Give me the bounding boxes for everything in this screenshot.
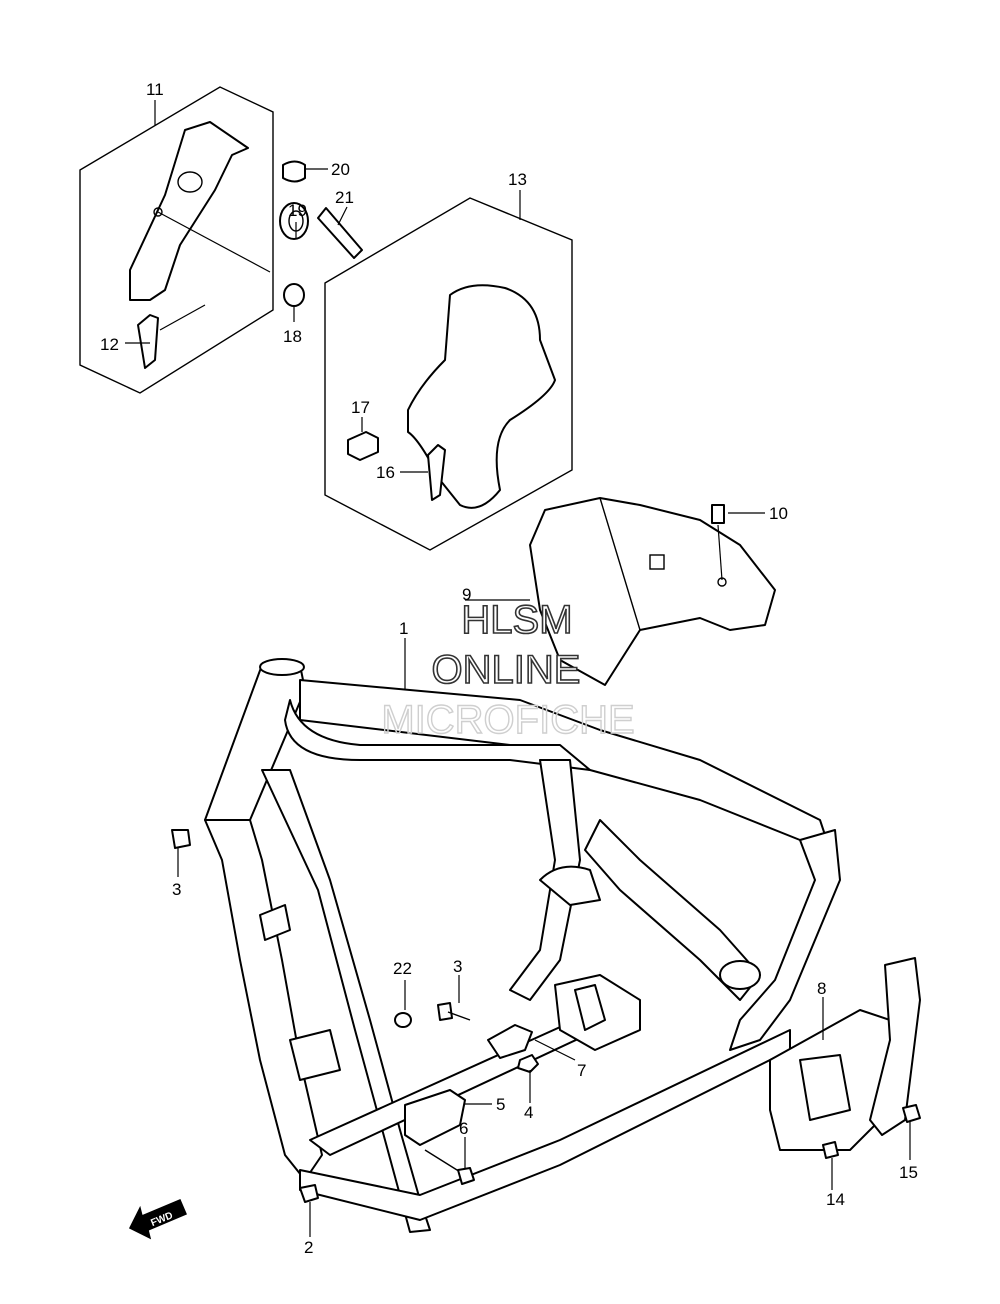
bolt-12-part[interactable] — [711, 504, 725, 524]
callout-7: 7 — [577, 1061, 586, 1080]
bolt-10-part[interactable] — [902, 1104, 921, 1123]
bracket-5-part[interactable] — [404, 1089, 466, 1146]
bracket-8-arm — [869, 957, 921, 1136]
callout-10: 15 — [899, 1163, 918, 1182]
left-down-tube-part[interactable] — [204, 819, 323, 1181]
callout-14: 12 — [100, 335, 119, 354]
grommet-parts — [279, 160, 363, 307]
leader-side-cover-pin — [157, 211, 271, 273]
callout-8: 8 — [817, 979, 826, 998]
side-cover-grommet-hole — [177, 171, 203, 193]
callout-16: 16 — [376, 463, 395, 482]
main-frame-group — [171, 658, 841, 1233]
watermark-line-1: HLSM — [461, 598, 572, 642]
steering-head-top — [259, 658, 305, 676]
rear-pivot — [719, 960, 761, 990]
callout-19: 19 — [288, 201, 307, 220]
bracket-8-group — [769, 957, 921, 1159]
collar-18-part[interactable] — [283, 283, 305, 307]
watermark-line-2: ONLINE — [432, 648, 581, 692]
seat-post-part[interactable] — [509, 759, 581, 1001]
callout-15: 13 — [508, 170, 527, 189]
rear-upright-part[interactable] — [729, 829, 841, 1051]
watermark-line-3: MICROFICHE — [381, 698, 634, 742]
seat-group — [324, 197, 573, 551]
front-engine-mount — [289, 1029, 341, 1081]
side-cover-pin — [153, 207, 163, 217]
callout-1: 1 — [399, 619, 408, 638]
leader-side-cover-bottom — [159, 304, 206, 331]
bolt-3-top-part[interactable] — [171, 829, 191, 849]
leader-bolt-12-down — [717, 524, 723, 581]
callout-12: 10 — [769, 504, 788, 523]
bolt-2-part[interactable] — [299, 1184, 319, 1203]
rear-stay-part[interactable] — [584, 819, 761, 1001]
strip-21-part[interactable] — [317, 207, 363, 259]
callout-6: 6 — [459, 1119, 468, 1138]
nut-4-part[interactable] — [517, 1054, 539, 1073]
battery-box-part[interactable] — [529, 497, 776, 686]
watermark: HLSM ONLINE MICROFICHE — [381, 597, 636, 743]
pivot-bracket-part[interactable] — [539, 865, 601, 906]
callout-3-left: 3 — [172, 880, 181, 899]
callout-22: 22 — [393, 959, 412, 978]
battery-box-group — [529, 497, 776, 686]
callout-9: 14 — [826, 1190, 845, 1209]
frame-mount-block — [259, 904, 291, 941]
backbone-tube-part[interactable] — [284, 699, 591, 771]
cushion-strip-part[interactable] — [137, 314, 159, 369]
callout-2: 2 — [304, 1238, 313, 1257]
plate-part[interactable] — [487, 1024, 533, 1059]
plug-22-part[interactable] — [394, 1012, 412, 1028]
fwd-arrow-icon — [128, 1199, 187, 1240]
grommet-20-part[interactable] — [282, 160, 306, 183]
fwd-marker: FWD — [128, 1199, 187, 1240]
side-cover-group — [79, 86, 274, 394]
bolt-3-mid-part[interactable] — [437, 1002, 453, 1021]
callout-11: 9 — [462, 585, 471, 604]
side-cover-part[interactable] — [129, 121, 249, 301]
spacer-7-part[interactable] — [574, 984, 606, 1031]
callout-18: 18 — [283, 327, 302, 346]
callout-17: 17 — [351, 398, 370, 417]
leader-lines — [125, 100, 911, 1237]
bolt-9-part[interactable] — [822, 1141, 839, 1159]
bolt-3-mid-shank — [447, 1011, 471, 1021]
bracket-8-box — [799, 1054, 851, 1121]
callout-3-mid: 3 — [453, 957, 462, 976]
callout-13: 11 — [146, 80, 164, 99]
seat-block-17-part[interactable] — [347, 431, 379, 461]
bolt-6-head-part[interactable] — [457, 1167, 475, 1185]
seat-group-frame — [324, 197, 573, 551]
bolt-12-hole — [717, 577, 727, 587]
seat-strip-16-part[interactable] — [427, 444, 446, 501]
callout-labels: 11 12 13 20 21 19 18 17 16 10 9 1 3 22 3… — [100, 80, 918, 1257]
side-cover-group-frame — [79, 86, 274, 394]
callout-4: 4 — [524, 1103, 533, 1122]
callout-5: 5 — [496, 1095, 505, 1114]
battery-box-edge — [599, 497, 641, 631]
callout-21: 21 — [335, 188, 354, 207]
grommet-19-part[interactable] — [279, 202, 309, 240]
callout-20: 20 — [331, 160, 350, 179]
battery-box-slot — [649, 554, 665, 570]
